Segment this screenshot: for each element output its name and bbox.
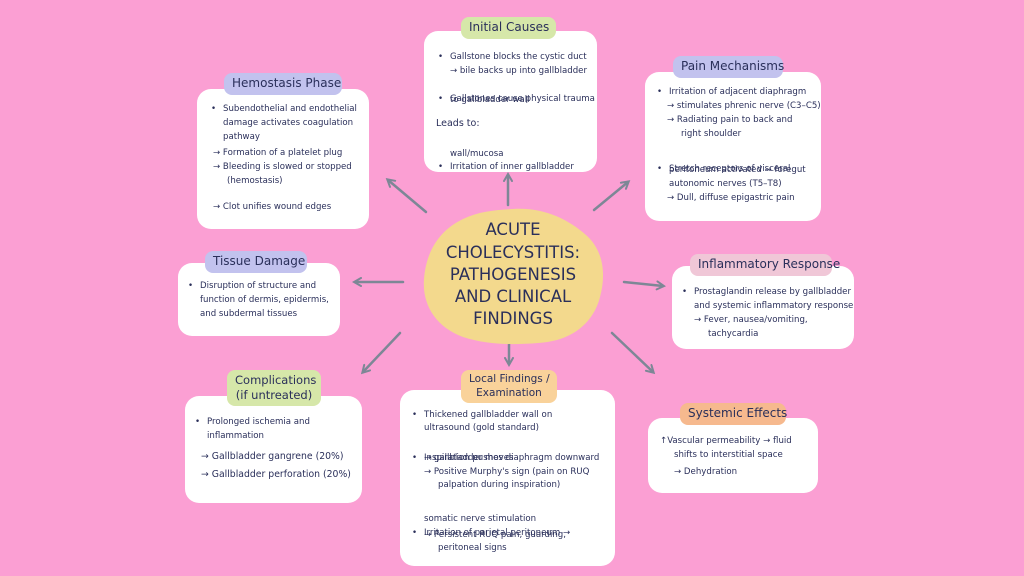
complications-title-line: Complications: [235, 373, 317, 387]
card-line: peritoneum activated → foregut: [669, 165, 806, 175]
local-findings-title-line: Local Findings /: [469, 373, 550, 385]
card-line: Irritation of adjacent diaphragm: [657, 86, 833, 100]
card-line: Prolonged ischemia and: [195, 416, 372, 430]
card-line: Gallstone blocks the cystic duct: [438, 51, 611, 65]
systemic-effects-card: ↑Vascular permeability → fluid shifts to…: [648, 418, 818, 493]
central-title-line: ACUTE: [485, 220, 541, 240]
card-line: → Radiating pain to back and: [667, 115, 793, 125]
card-line: → Persistent RUQ pain, guarding,: [424, 530, 566, 540]
complications-card: Prolonged ischemia and inflammation → Ga…: [185, 396, 362, 503]
local-findings-title: Local Findings / Examination: [461, 370, 557, 404]
card-line: autonomic nerves (T5–T8): [669, 179, 782, 189]
complications-title-line: (if untreated): [235, 387, 313, 402]
card-line: right shoulder: [681, 129, 742, 139]
hemostasis-card: Subendothelial and endothelial damage ac…: [197, 89, 369, 229]
inflammatory-response-card: Prostaglandin release by gallbladder and…: [672, 266, 854, 349]
card-line: Disruption of structure and: [188, 280, 350, 294]
card-line: somatic nerve stimulation: [424, 514, 537, 524]
central-topic: ACUTE CHOLECYSTITIS: PATHOGENESIS AND CL…: [418, 205, 608, 345]
initial-causes-card: Gallstone blocks the cystic duct → bile …: [424, 31, 597, 174]
card-line: Leads to:: [436, 118, 480, 129]
card-line: damage activates coagulation: [223, 118, 354, 128]
inflammatory-response-title: Inflammatory Response: [690, 254, 840, 276]
central-title-line: AND CLINICAL: [454, 287, 572, 307]
central-blob: [423, 208, 604, 345]
hemostasis-title: Hemostasis Phase: [224, 73, 342, 95]
card-line: → Formation of a platelet plug: [213, 148, 343, 158]
card-line: Irritation of parietal peritoneum →: [412, 527, 627, 541]
central-title: ACUTE CHOLECYSTITIS: PATHOGENESIS AND CL…: [428, 219, 598, 330]
card-line: pathway: [223, 132, 260, 142]
card-line: → Dull, diffuse epigastric pain: [667, 193, 795, 203]
arrow-to-hemostasis: [388, 180, 428, 214]
card-line: to gallbladder wall: [450, 95, 530, 105]
card-line: Thickened gallbladder wall on: [412, 409, 627, 423]
card-line: → gallbladder moves: [424, 453, 514, 463]
card-line: → Clot unifies wound edges: [213, 202, 332, 212]
local-findings-card: Thickened gallbladder wall on ultrasound…: [400, 390, 615, 566]
local-findings-title-line: Examination: [476, 386, 542, 399]
card-line: Gallstones cause physical trauma: [438, 93, 611, 107]
card-line: wall/mucosa: [450, 149, 504, 159]
card-line: function of dermis, epidermis,: [200, 295, 329, 305]
pain-mechanisms-card: Irritation of adjacent diaphragm → stimu…: [645, 72, 821, 221]
card-line: inflammation: [207, 431, 264, 441]
card-line: → Gallbladder gangrene (20%): [201, 451, 344, 462]
card-line: peritoneal signs: [438, 543, 507, 553]
card-line: Subendothelial and endothelial: [211, 103, 383, 117]
card-line: tachycardia: [708, 329, 759, 339]
complications-title: Complications (if untreated): [227, 370, 321, 406]
card-line: (hemostasis): [227, 176, 283, 186]
card-line: → Positive Murphy's sign (pain on RUQ: [424, 467, 590, 477]
systemic-effects-title: Systemic Effects: [680, 403, 787, 425]
card-line: → Bleeding is slowed or stopped: [213, 162, 352, 172]
tissue-damage-card: Disruption of structure and function of …: [178, 263, 340, 336]
card-line: and systemic inflammatory response: [694, 301, 854, 311]
pain-mechanisms-title: Pain Mechanisms: [673, 56, 784, 78]
card-line: → Gallbladder perforation (20%): [201, 469, 351, 480]
arrow-to-complications: [363, 331, 402, 372]
card-line: shifts to interstitial space: [674, 450, 783, 460]
card-line: → Dehydration: [674, 467, 738, 477]
card-line: and subdermal tissues: [200, 309, 298, 319]
central-title-line: FINDINGS: [473, 309, 553, 329]
card-line: Inspiration pushes diaphragm downward: [412, 452, 627, 466]
arrow-to-pain: [592, 182, 628, 212]
card-line: Stretch receptors of visceral: [657, 163, 833, 177]
card-line: Prostaglandin release by gallbladder: [682, 286, 864, 300]
card-line: Irritation of inner gallbladder: [438, 161, 611, 175]
arrow-to-systemic: [610, 331, 653, 372]
card-line: → bile backs up into gallbladder: [450, 66, 587, 76]
initial-causes-title: Initial Causes: [461, 17, 556, 39]
card-line: → stimulates phrenic nerve (C3–C5): [667, 101, 821, 111]
tissue-damage-title: Tissue Damage: [205, 251, 307, 273]
arrow-to-inflammatory: [622, 282, 663, 286]
card-line: palpation during inspiration): [438, 480, 561, 490]
card-line: → Fever, nausea/vomiting,: [694, 315, 808, 325]
card-line: ↑Vascular permeability → fluid: [660, 436, 792, 446]
card-line: ultrasound (gold standard): [424, 423, 539, 433]
central-title-line: CHOLECYSTITIS:: [445, 242, 581, 262]
central-title-line: PATHOGENESIS: [449, 264, 577, 284]
